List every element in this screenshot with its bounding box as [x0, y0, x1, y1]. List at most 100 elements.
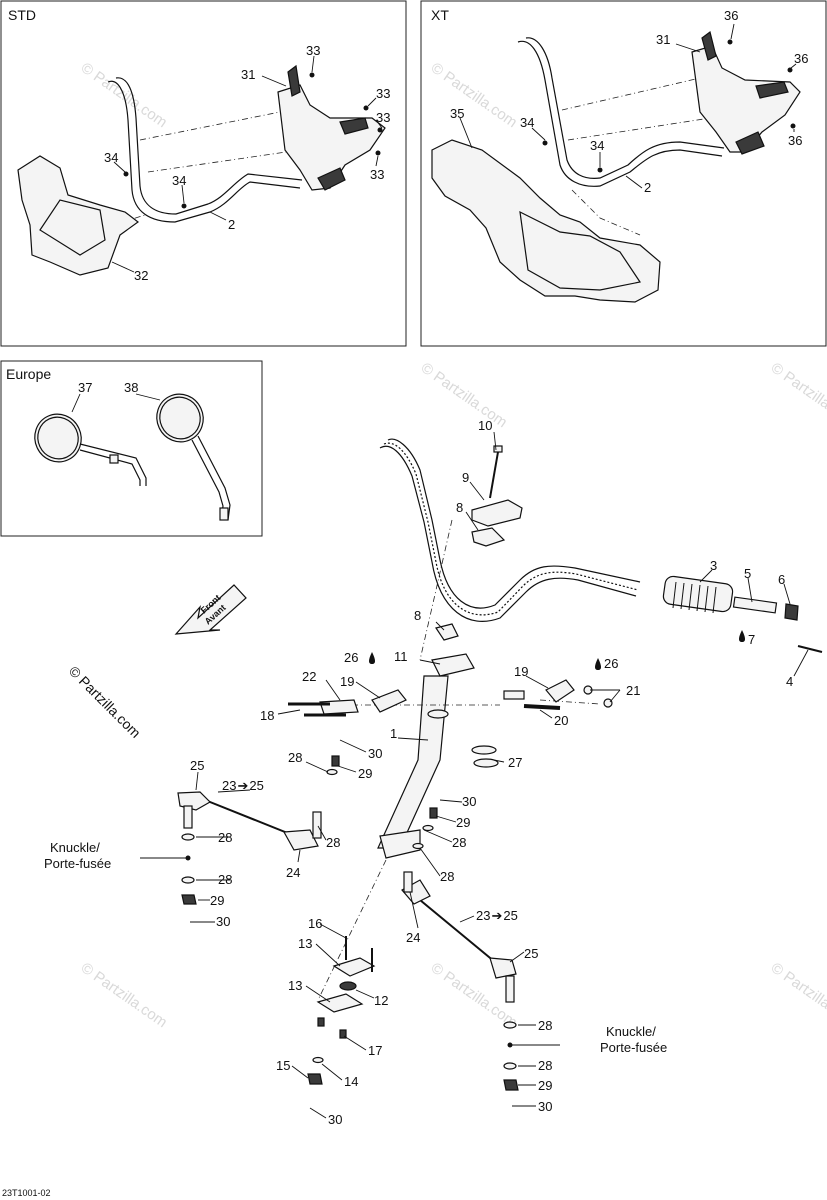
callout-1: 1	[390, 726, 397, 741]
knuckle-label-left-line1: Knuckle/	[50, 840, 100, 855]
callout-34: 34	[172, 173, 186, 188]
link-plate	[319, 699, 359, 715]
bushing-left	[371, 689, 407, 713]
callout-24: 24	[406, 930, 420, 945]
std-panel-title: STD	[8, 7, 36, 23]
watermark: © Partzilla.com	[428, 59, 521, 131]
bushing-right	[545, 679, 575, 703]
xt-panel: XT 36 31 36 35 34 34 36	[420, 0, 827, 347]
watermarks: © Partzilla.com © Partzilla.com © Partzi…	[78, 59, 827, 1031]
bearing-plate-lower	[316, 993, 364, 1013]
callout-15: 15	[276, 1058, 290, 1073]
copyright-text: © Partzilla.com	[66, 663, 144, 741]
callout-20: 20	[554, 713, 568, 728]
callout-31: 31	[241, 67, 255, 82]
clamp-bolt	[489, 451, 499, 499]
tie-rod-end-left	[177, 791, 211, 811]
clamp-half-upper	[471, 527, 506, 547]
callout-28: 28	[440, 869, 454, 884]
mirror-right	[156, 393, 204, 443]
callout-2: 2	[644, 180, 651, 195]
callout-2: 2	[228, 217, 235, 232]
callout-33: 33	[376, 110, 390, 125]
callout-5: 5	[744, 566, 751, 581]
callout-13: 13	[298, 936, 312, 951]
callout-28: 28	[538, 1058, 552, 1073]
callout-18: 18	[260, 708, 274, 723]
callout-28: 28	[288, 750, 302, 765]
callout-30: 30	[538, 1099, 552, 1114]
callout-37: 37	[78, 380, 92, 395]
watermark: © Partzilla.com	[78, 959, 171, 1031]
callout-33: 33	[370, 167, 384, 182]
clamp-half-lower	[435, 623, 459, 641]
tie-rod-end-right	[489, 957, 517, 979]
callout-30: 30	[216, 914, 230, 929]
callout-28: 28	[538, 1018, 552, 1033]
callout-16: 16	[308, 916, 322, 931]
bearing-plate-upper	[332, 957, 376, 977]
grease-drop-icon	[739, 630, 745, 642]
xt-handguard-bracket	[691, 45, 801, 153]
callout-29: 29	[538, 1078, 552, 1093]
callout-30: 30	[462, 794, 476, 809]
std-handguard	[17, 155, 140, 276]
handlebar-grip	[662, 575, 734, 613]
callout-33: 33	[376, 86, 390, 101]
callout-27: 27	[508, 755, 522, 770]
callout-30: 30	[328, 1112, 342, 1127]
ring-27	[471, 745, 497, 755]
callout-10: 10	[478, 418, 492, 433]
callout-14: 14	[344, 1074, 358, 1089]
grip-insert	[732, 596, 778, 614]
callout-25: 25	[190, 758, 204, 773]
knuckle-label-left-line2: Porte-fusée	[44, 856, 111, 871]
figure-code: 23T1001-02	[2, 1188, 51, 1198]
bolt-20	[523, 704, 561, 710]
callout-26: 26	[344, 650, 358, 665]
xt-handguard	[431, 139, 661, 303]
std-panel-frame	[0, 0, 407, 347]
callout-23-to-25: 23➔25	[222, 778, 264, 793]
column-top-plate	[431, 653, 475, 677]
xt-panel-title: XT	[431, 7, 449, 23]
grease-drop-icon	[595, 658, 601, 670]
knuckle-label-right-line1: Knuckle/	[606, 1024, 656, 1039]
callout-33: 33	[306, 43, 320, 58]
callout-30: 30	[368, 746, 382, 761]
callout-34: 34	[520, 115, 534, 130]
bearing	[339, 981, 357, 991]
callout-28: 28	[452, 835, 466, 850]
callout-22: 22	[302, 669, 316, 684]
callout-17: 17	[368, 1043, 382, 1058]
pin	[797, 645, 823, 653]
callout-19: 19	[514, 664, 528, 679]
callout-4: 4	[786, 674, 793, 689]
callout-13: 13	[288, 978, 302, 993]
xt-panel-frame	[420, 0, 827, 347]
callout-28: 28	[218, 830, 232, 845]
callout-29: 29	[210, 893, 224, 908]
xt-handlebar	[517, 40, 723, 187]
europe-panel-title: Europe	[6, 366, 51, 382]
callout-8: 8	[456, 500, 463, 515]
callout-19: 19	[340, 674, 354, 689]
callout-28: 28	[326, 835, 340, 850]
callout-12: 12	[374, 993, 388, 1008]
europe-panel: Europe 37 38	[0, 360, 263, 537]
callout-8: 8	[414, 608, 421, 623]
callout-24: 24	[286, 865, 300, 880]
callout-9: 9	[462, 470, 469, 485]
callout-34: 34	[590, 138, 604, 153]
callout-38: 38	[124, 380, 138, 395]
front-direction-arrow: Front Avant	[174, 584, 247, 635]
callout-36: 36	[724, 8, 738, 23]
callout-34: 34	[104, 150, 118, 165]
watermark: © Partzilla.com	[418, 359, 511, 431]
mirror-left	[34, 413, 82, 463]
main-handlebar	[387, 438, 641, 609]
tie-rod-balljoint-left	[283, 829, 319, 851]
callout-7: 7	[748, 632, 755, 647]
callout-23-to-25: 23➔25	[476, 908, 518, 923]
